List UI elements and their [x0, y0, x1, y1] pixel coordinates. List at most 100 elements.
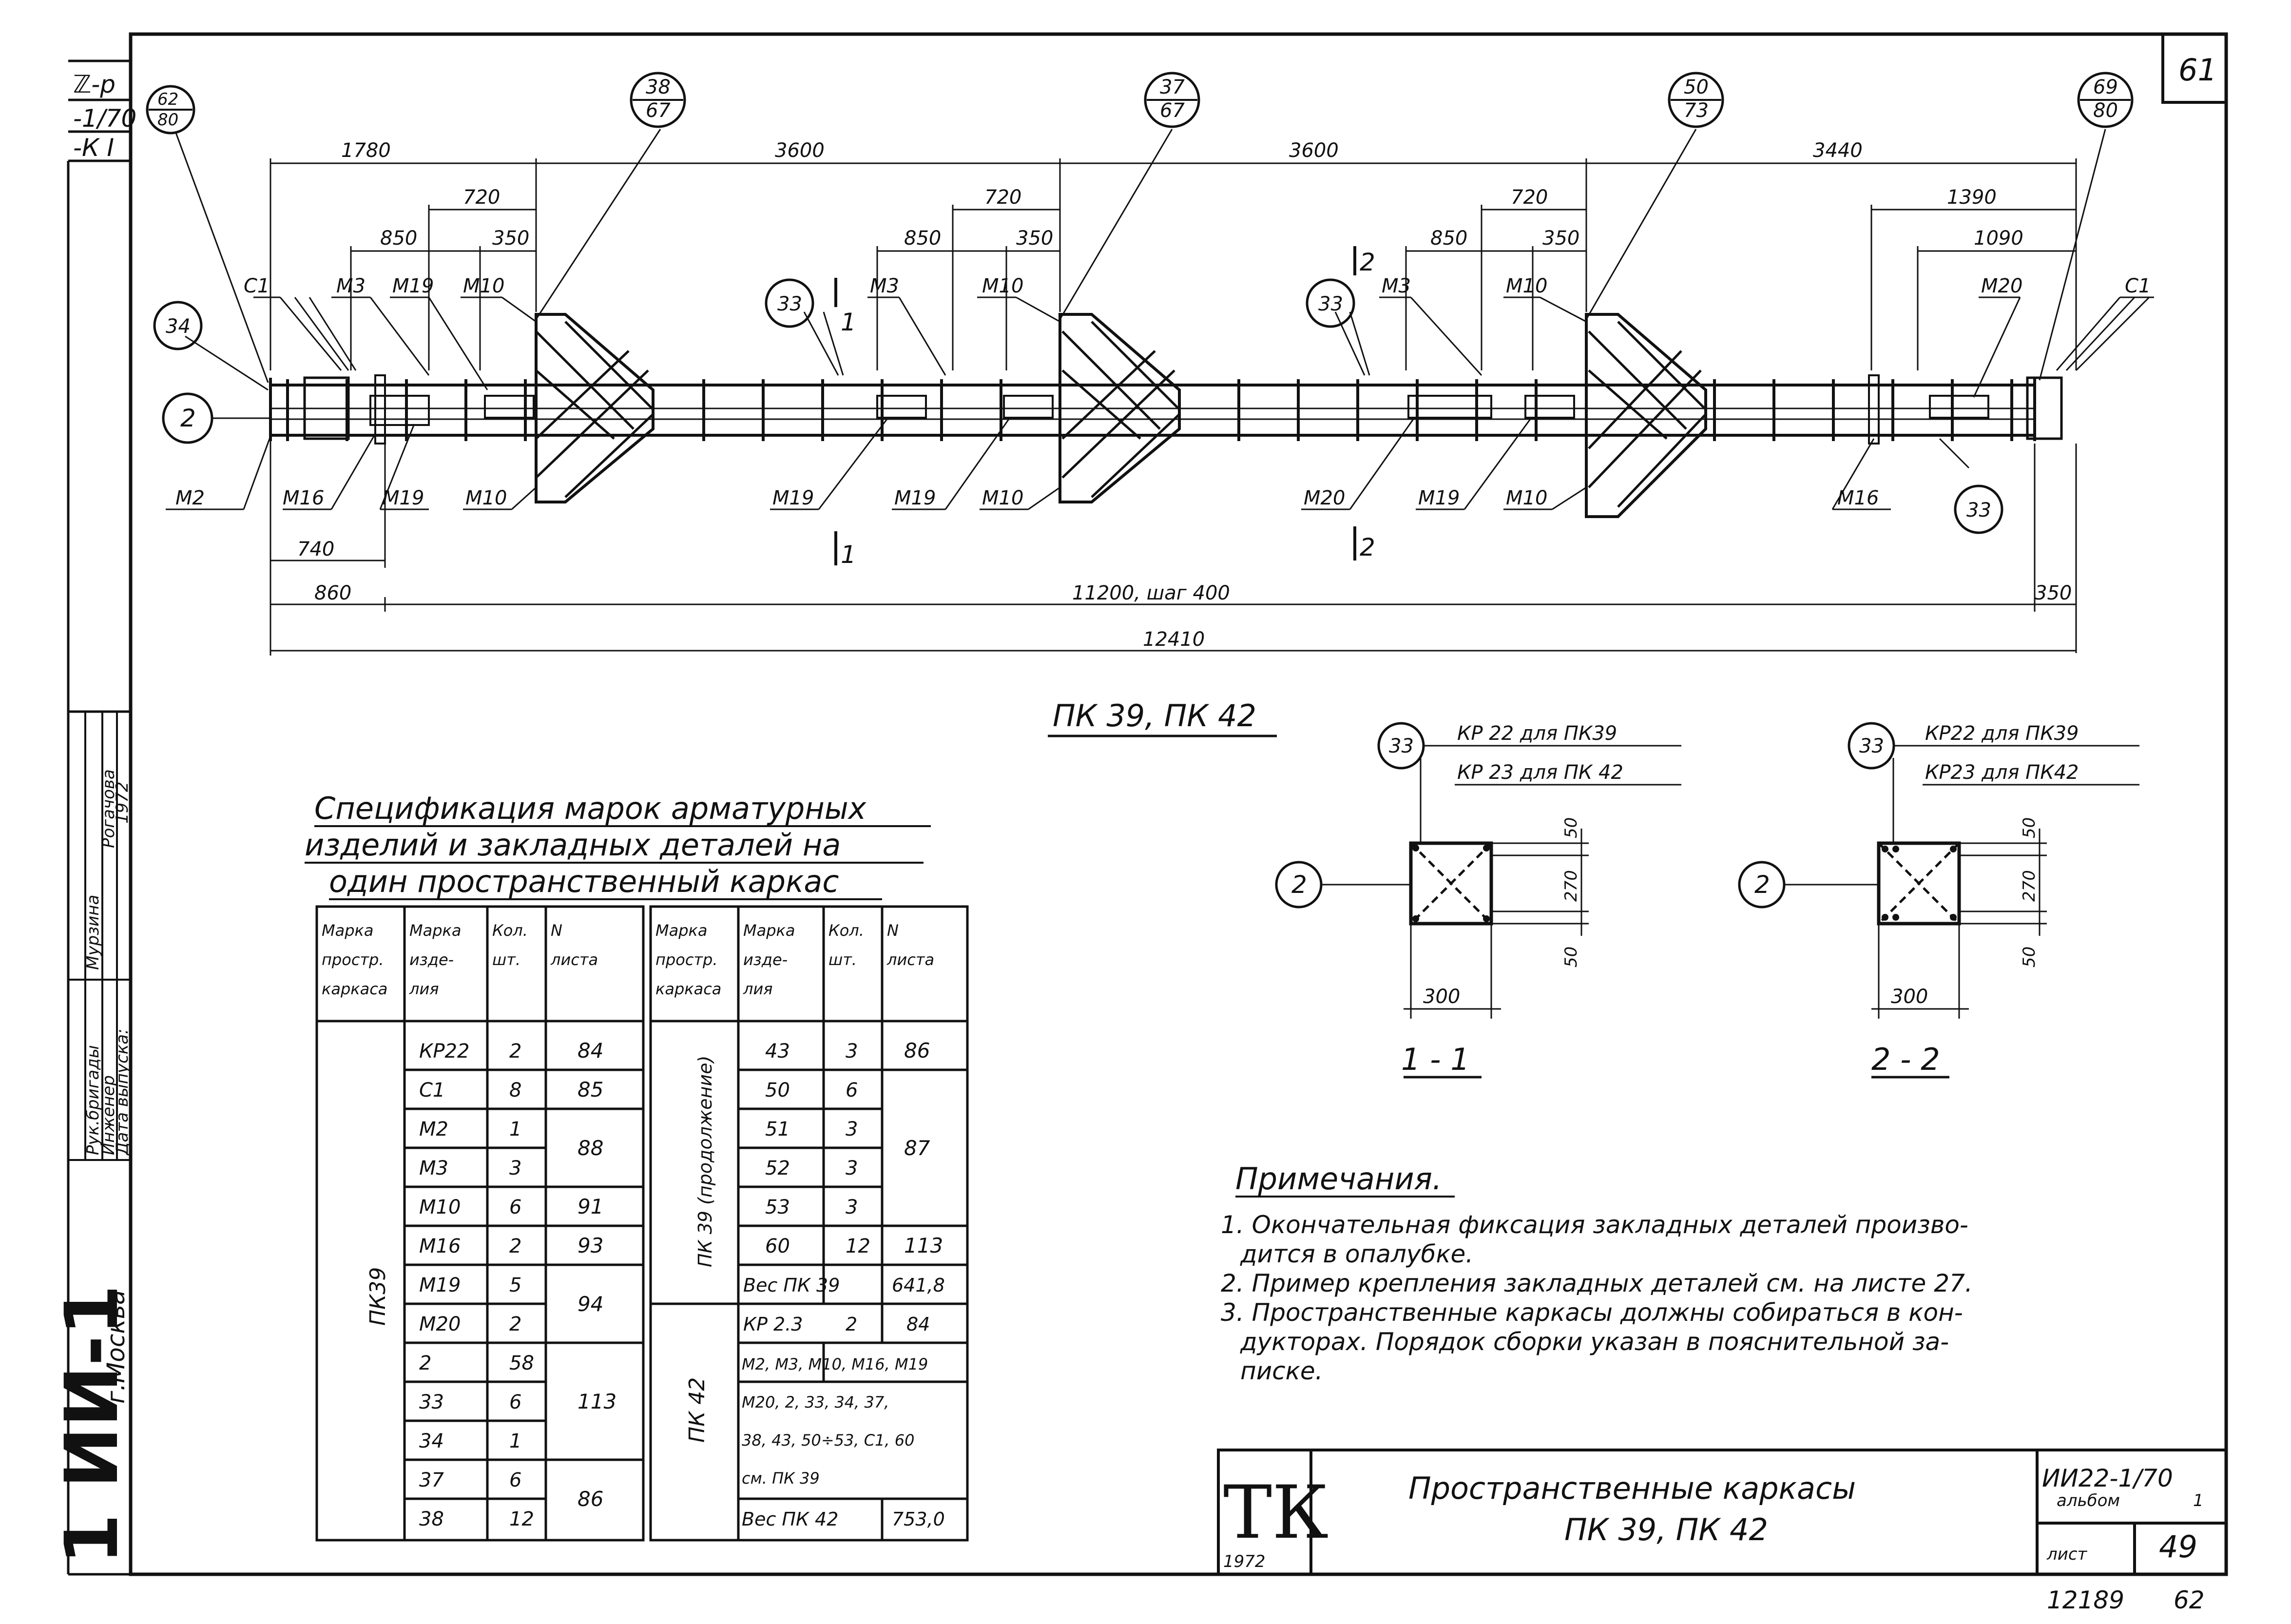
sec2-circle-33: 33	[1859, 735, 1884, 757]
dim-1780: 1780	[341, 139, 391, 162]
callout-2-top: 38	[646, 76, 671, 98]
spec-header-right-1-0: Марка	[743, 921, 795, 940]
sec1-note-2: КР 23 для ПК 42	[1457, 761, 1623, 784]
spec-left-item-qty: 6	[509, 1391, 521, 1413]
dim-1390: 1390	[1947, 186, 1997, 209]
spec-header-right-3-0: N	[887, 921, 899, 940]
spec-left-sheet-no: 91	[578, 1195, 603, 1218]
dim-720a: 720	[463, 186, 500, 209]
spec-left-item-mark: 34	[419, 1430, 444, 1452]
label-m10-3: М10	[1506, 275, 1547, 297]
label-m19-top: М19	[392, 275, 434, 297]
circle-label-34: 34	[166, 315, 191, 338]
label-m2: М2	[175, 487, 205, 509]
strip-name-2: Рогачова	[99, 769, 118, 848]
callout-3-top: 37	[1160, 76, 1185, 98]
section-mark-2-top: 2	[1360, 248, 1375, 276]
spec-right-item-qty: 3	[846, 1040, 858, 1063]
tk-logo-year: 1972	[1223, 1552, 1266, 1571]
circle-label-33c: 33	[1966, 499, 1991, 522]
spec-right-item-mark: 53	[765, 1196, 790, 1218]
spec-left-item-qty: 5	[509, 1274, 521, 1296]
archive-page: 62	[2174, 1586, 2205, 1614]
sec2-dim-50-top: 50	[2020, 817, 2039, 838]
spec-left-sheet-no: 113	[578, 1390, 616, 1413]
callout-2-bot: 67	[646, 99, 671, 122]
spec-right-item-mark: 52	[765, 1157, 790, 1179]
spec-left-group: ПК39	[366, 1267, 390, 1326]
dim-850b: 850	[904, 227, 941, 250]
strip-ref-top: ℤ-р	[73, 70, 116, 98]
strip-role-2: Инженер	[99, 1075, 118, 1155]
spec-header-left-1-0: Марка	[409, 921, 461, 940]
note-line-6: писке.	[1240, 1357, 1323, 1385]
spec-header-left-3-0: N	[551, 921, 562, 940]
label-m3-1: М3	[336, 275, 366, 297]
section-cut-marks	[834, 246, 1356, 565]
archive-number: 12189	[2047, 1586, 2124, 1614]
spec-left-item-mark: 37	[419, 1469, 444, 1491]
callout-1-bot: 80	[157, 110, 178, 130]
spec-right-sheet-no: 113	[904, 1234, 943, 1257]
spec-left-sheet-no: 85	[578, 1078, 603, 1102]
note-line-3: 2. Пример крепления закладных деталей см…	[1221, 1269, 1973, 1297]
spec-left-item-qty: 6	[509, 1469, 521, 1491]
dim-lines-top	[270, 158, 2077, 370]
spec-left-item-qty: 58	[509, 1352, 534, 1374]
spec-right-item-qty: 3	[846, 1196, 858, 1218]
spec-right-item-qty: 3	[846, 1157, 858, 1179]
stamp-album-label: альбом	[2057, 1491, 2120, 1510]
spec-weight39-value: 641,8	[892, 1275, 945, 1296]
label-m16-right: М16	[1837, 487, 1879, 509]
spec-right-sheet-no: 87	[904, 1136, 930, 1160]
spec-left-item-mark: М20	[419, 1313, 461, 1335]
spec-right-item-qty: 12	[846, 1235, 870, 1257]
dim-1090: 1090	[1974, 227, 2023, 250]
spec-right-item-mark: 43	[765, 1040, 790, 1063]
sec1-title: 1 - 1	[1401, 1042, 1470, 1077]
lower-label-rules	[283, 419, 1891, 510]
strip-role-1: Рук.бригады	[83, 1045, 103, 1155]
spec-left-item-mark: М2	[419, 1118, 448, 1141]
spec-left-item-mark: М19	[419, 1274, 461, 1296]
dim-860: 860	[314, 582, 351, 604]
section-mark-1-top: 1	[841, 308, 856, 336]
sec2-dim-300: 300	[1891, 986, 1928, 1008]
strip-role-3: Дата выпуска:	[113, 1028, 132, 1156]
spec-right-item-mark: 60	[765, 1235, 790, 1257]
dim-12410: 12410	[1143, 628, 1205, 651]
section-2-2	[1738, 722, 2139, 1079]
spec-left-item-qty: 3	[509, 1157, 521, 1179]
spec-title-3: один пространственный каркас	[329, 864, 839, 899]
section-mark-2-bot: 2	[1360, 533, 1375, 561]
spec-left-item-qty: 8	[509, 1079, 521, 1102]
frame-title: ПК 39, ПК 42	[1053, 698, 1256, 734]
spec-title-1: Спецификация марок арматурных	[314, 791, 867, 826]
label-m20-low: М20	[1304, 487, 1345, 509]
sheet-frame	[67, 32, 2228, 1576]
spec-weight42-label: Вес ПК 42	[742, 1508, 838, 1530]
label-m10-2: М10	[982, 275, 1023, 297]
strip-ref-mid: -1/70	[73, 104, 136, 133]
spec-right-item-qty: 3	[846, 1118, 858, 1141]
spec-left-item-qty: 6	[509, 1196, 521, 1218]
dim-850a: 850	[380, 227, 417, 250]
frame-elevation	[269, 313, 2063, 518]
spec-header-right-1-1: изде-	[743, 950, 788, 969]
label-m19-l4: М19	[1418, 487, 1460, 509]
sec1-dim-50-bot: 50	[1561, 947, 1581, 967]
spec-left-sheet-no: 94	[578, 1292, 603, 1316]
spec-left-sheet-no: 84	[578, 1039, 603, 1063]
dim-740: 740	[297, 538, 334, 561]
callout-4-top: 50	[1684, 76, 1709, 98]
stamp-doc-code: ИИ22-1/70	[2042, 1464, 2173, 1492]
label-m19-l2: М19	[772, 487, 814, 509]
dim-11200: 11200, шаг 400	[1072, 582, 1230, 604]
sec1-dim-300: 300	[1423, 986, 1460, 1008]
notes-title: Примечания.	[1235, 1161, 1442, 1197]
spec-weight39-label: Вес ПК 39	[743, 1275, 840, 1296]
spec-left-item-mark: С1	[419, 1079, 445, 1102]
label-m16-left: М16	[283, 487, 324, 509]
spec-left-item-mark: 33	[419, 1391, 444, 1413]
